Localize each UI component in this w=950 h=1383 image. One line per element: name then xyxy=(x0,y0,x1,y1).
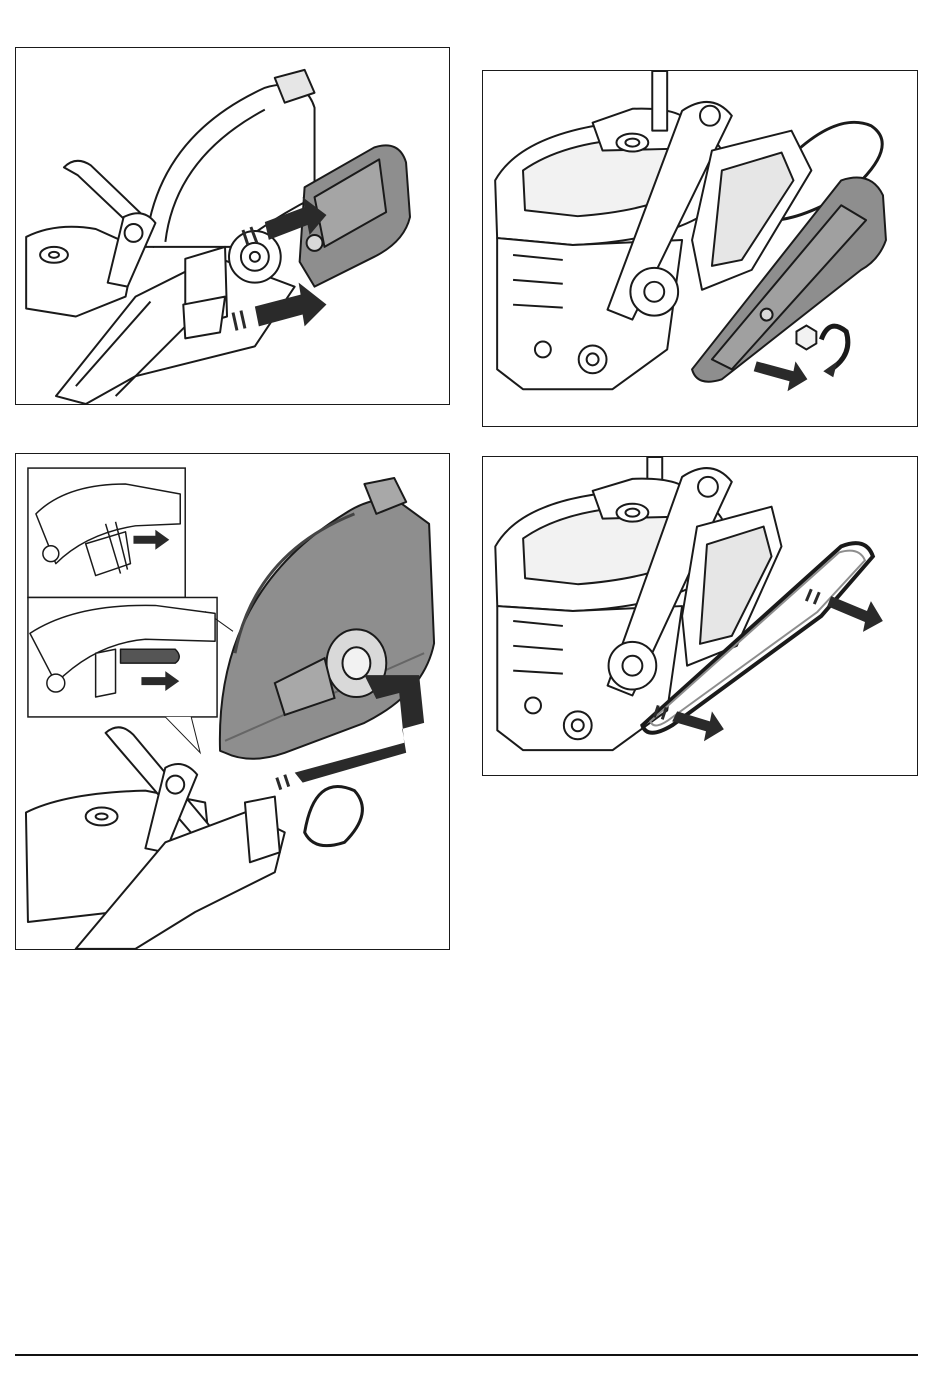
blade-guard-assembly-with-inset-details-illustration xyxy=(16,454,449,949)
footer-rule xyxy=(15,1354,918,1356)
drive-belt-removal-illustration xyxy=(483,457,917,775)
figure-panel-2 xyxy=(482,70,918,427)
belt-cover-nut-removal-illustration xyxy=(483,71,917,426)
figure-panel-4 xyxy=(482,456,918,776)
figure-panel-3 xyxy=(15,453,450,950)
cutter-guard-removal-illustration xyxy=(16,48,449,404)
figure-panel-1 xyxy=(15,47,450,405)
